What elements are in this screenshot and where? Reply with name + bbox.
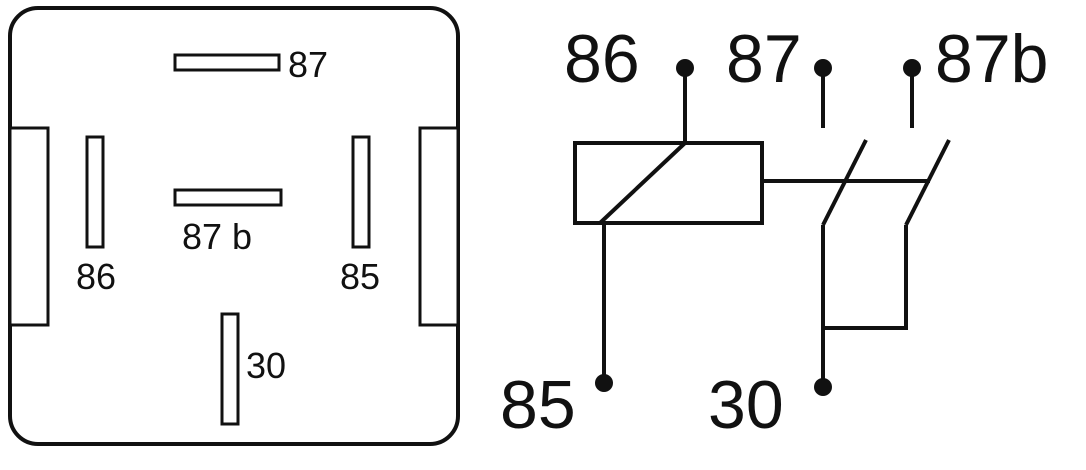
relay-footprint — [8, 6, 460, 446]
switch-blade-87 — [821, 139, 868, 226]
coil-diagonal — [598, 141, 687, 225]
switch-blade-87b — [904, 139, 951, 226]
terminal-30-dot — [814, 378, 832, 396]
pin-87-blade — [173, 53, 281, 72]
relay-schematic — [573, 70, 951, 385]
pin-30-blade — [220, 312, 240, 426]
pin-87b-label: 87 b — [182, 216, 252, 257]
pin-85-label: 85 — [340, 256, 380, 297]
schematic-label-86: 86 — [564, 21, 640, 97]
right-mounting-tab — [418, 126, 460, 327]
common-wire-right — [823, 225, 908, 330]
schematic-label-87: 87 — [726, 21, 802, 97]
terminal-86-dot — [676, 59, 694, 77]
pin-85-blade — [351, 135, 371, 249]
schematic-label-87b: 87b — [935, 21, 1048, 97]
terminal-87-dot — [814, 59, 832, 77]
relay-coil — [573, 141, 764, 225]
schematic-label-85: 85 — [500, 367, 576, 443]
pin-86-label: 86 — [76, 256, 116, 297]
terminal-85-dot — [595, 374, 613, 392]
pin-87-label: 87 — [288, 44, 328, 85]
pin-87b-blade — [173, 188, 283, 207]
pin-30-label: 30 — [246, 345, 286, 386]
terminal-87b-dot — [903, 59, 921, 77]
pin-86-blade — [85, 135, 105, 249]
left-mounting-tab — [8, 126, 50, 327]
terminal-dots — [595, 59, 921, 396]
schematic-label-30: 30 — [708, 367, 784, 443]
